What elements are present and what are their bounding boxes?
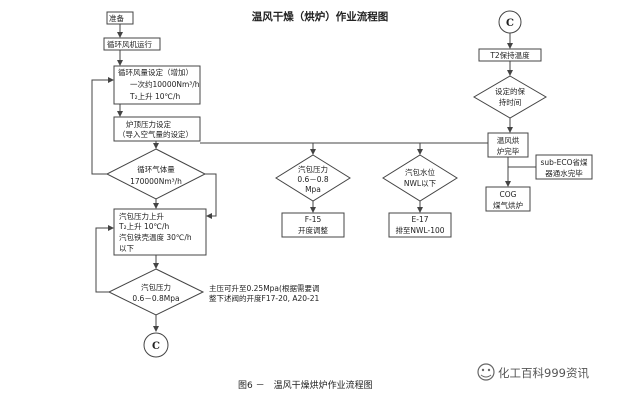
watermark-text: 化工百科999资讯: [498, 366, 589, 380]
gas-volume-line1: 循环气体量: [137, 164, 175, 174]
hold-time-line1: 设定的保: [495, 86, 525, 96]
drying-done-line1: 温风烘: [497, 135, 520, 145]
e17-box: [388, 212, 452, 238]
e17-line2: 排至NWL-100: [395, 225, 444, 235]
note-line2: 整下述阀的开度F17-20, A20-21: [209, 293, 320, 303]
drum-pressure-check-line1: 汽包压力: [298, 164, 328, 174]
cog-line2: 煤气烘炉: [493, 200, 523, 210]
hold-time-line2: 持时间: [499, 97, 522, 107]
e17-line1: E-17: [412, 215, 429, 224]
drum-rise-line3: 汽包铁壳温度 30℃/h: [119, 232, 192, 242]
drum-pressure-check-line2: 0.6－0.8: [297, 175, 329, 184]
drum-rise-box: [113, 208, 207, 256]
fan-run-box: [103, 37, 161, 51]
drying-done-line2: 炉完毕: [497, 146, 520, 156]
drum-rise-line1: 汽包压力上升: [119, 211, 164, 221]
drum-rise-line4: 以下: [119, 244, 134, 253]
drum-level-diamond: [382, 154, 458, 202]
gas-volume-diamond: [105, 148, 207, 200]
f15-line1: F-15: [305, 215, 322, 224]
cog-box: [485, 186, 531, 212]
roof-pressure-line1: 炉顶压力设定: [126, 119, 171, 129]
fan-run-label: 循环风机运行: [107, 39, 152, 49]
gas-volume-line2: 170000Nm³/h: [130, 177, 182, 186]
roof-pressure-line2: （导入空气量的设定）: [118, 129, 193, 139]
connector-c-top-label: C: [506, 18, 514, 29]
f15-line2: 开度调整: [298, 225, 328, 235]
flow-setting-line2: 一次约10000Nm³/h: [130, 79, 200, 89]
t2-hold-label: T2保持温度: [489, 50, 530, 60]
roof-pressure-box: [113, 116, 201, 142]
flow-setting-line1: 循环风量设定（增加）: [118, 67, 193, 77]
hold-time-diamond: [473, 75, 547, 119]
diagram-title: 温风干燥（烘炉）作业流程图: [252, 10, 389, 23]
cog-line1: COG: [500, 190, 517, 199]
flow-setting-line3: T₂上升 10℃/h: [129, 92, 180, 101]
drum-level-line1: 汽包水位: [405, 167, 435, 177]
f15-box: [281, 212, 345, 238]
drum-pressure-line2: 0.6－0.8Mpa: [132, 294, 179, 303]
connector-c-bottom: [143, 332, 169, 358]
sub-eco-line2: 器通水完毕: [545, 168, 583, 178]
drum-rise-line2: T₂上升 10℃/h: [118, 222, 169, 231]
drum-pressure-line1: 汽包压力: [141, 282, 171, 292]
sub-eco-line1: sub-ECO省煤: [540, 157, 588, 167]
drum-pressure-check-line3: Mpa: [305, 185, 321, 194]
connector-c-bottom-label: C: [152, 341, 160, 352]
figure-caption: 图6 － 温风干燥烘炉作业流程图: [238, 379, 373, 391]
prepare-label: 准备: [109, 13, 124, 23]
note-line1: 主压可升至0.25Mpa(根据需要调: [209, 283, 319, 293]
flow-setting-box: [113, 65, 201, 105]
drying-done-box: [487, 132, 529, 158]
drum-level-line2: NWL以下: [404, 179, 437, 188]
drum-pressure-diamond: [107, 268, 205, 316]
watermark-logo: [477, 363, 495, 381]
sub-eco-box: [535, 154, 593, 180]
